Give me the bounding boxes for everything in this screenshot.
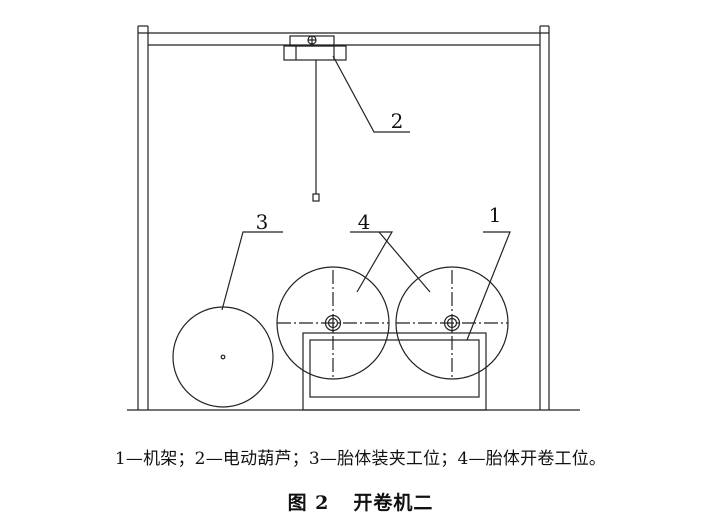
figure-caption: 图 2 开卷机二: [0, 488, 721, 515]
figure-number: 图 2: [287, 492, 330, 514]
uncoiling-wheel-left: [276, 266, 390, 380]
callout-3: 3: [256, 210, 269, 234]
figure-title: 开卷机二: [353, 492, 434, 514]
base-box: [302, 332, 487, 411]
callout-1: 1: [489, 203, 502, 227]
clamping-wheel: [172, 306, 274, 408]
uncoiler-diagram: 2 3 4 1: [127, 25, 580, 411]
figure-legend: 1—机架；2—电动葫芦；3—胎体装夹工位；4—胎体开卷工位。: [114, 449, 607, 469]
leader-lines: [221, 55, 511, 341]
machine-frame: [137, 25, 550, 410]
callout-2: 2: [391, 109, 404, 133]
uncoiling-wheel-right: [395, 266, 509, 380]
electric-hoist: [283, 35, 347, 202]
callout-4: 4: [358, 210, 371, 234]
